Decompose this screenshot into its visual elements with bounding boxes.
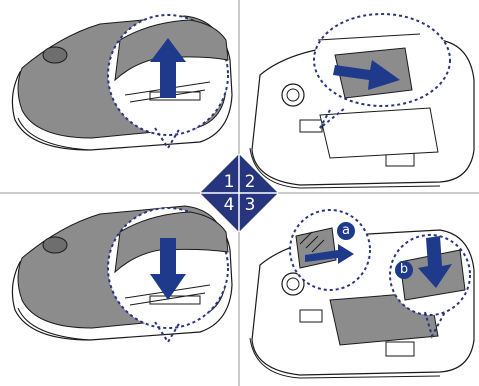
step-number-4: 4: [218, 194, 240, 216]
step-number-3: 3: [239, 194, 261, 216]
callout-b-label: b: [393, 259, 415, 281]
camera-window: [43, 237, 67, 253]
callout-a-label: a: [335, 220, 357, 242]
panel-step-4: [12, 206, 232, 342]
panel-step-3: [250, 210, 474, 378]
panel-step-1: [12, 15, 232, 150]
camera-window: [43, 47, 67, 63]
step-number-1: 1: [218, 171, 240, 193]
camera-ring: [282, 84, 304, 106]
step-number-2: 2: [239, 171, 261, 193]
panel-step-2: [250, 14, 474, 188]
